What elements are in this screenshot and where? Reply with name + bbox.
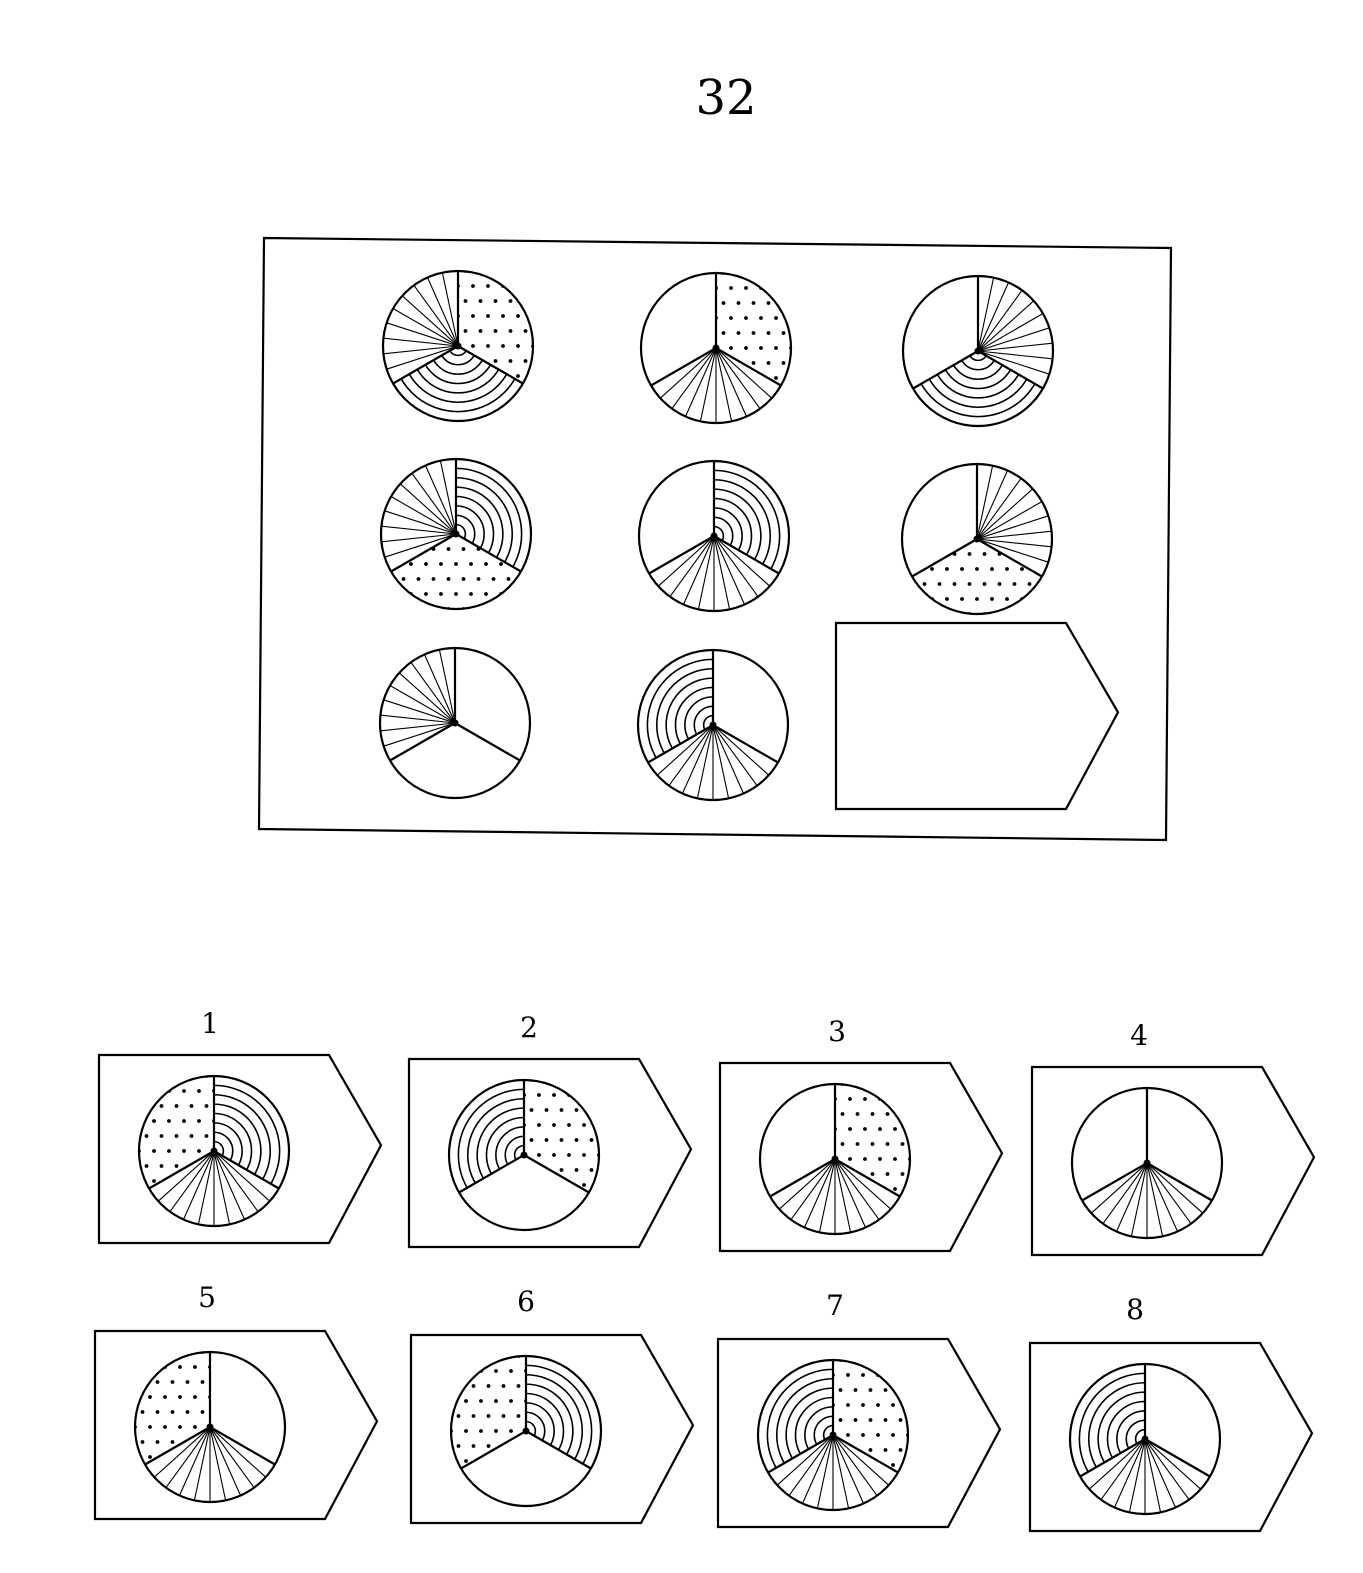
option-wheel-3 — [758, 1082, 912, 1236]
matrix-cell-4 — [379, 457, 533, 611]
option-card-7 — [716, 1337, 1002, 1529]
matrix-answer-slot — [834, 621, 1120, 811]
option-card-8 — [1028, 1341, 1314, 1533]
option-wheel-1 — [137, 1074, 291, 1228]
matrix-grid — [378, 269, 1120, 811]
matrix-cell-1 — [381, 269, 535, 423]
option-wheel-6 — [449, 1354, 603, 1508]
option-wheel-7 — [756, 1358, 910, 1512]
option-card-2 — [407, 1057, 693, 1249]
option-label-1: 1 — [201, 1007, 219, 1040]
option-wheel-2 — [447, 1078, 601, 1232]
option-label-4: 4 — [1130, 1019, 1148, 1052]
matrix-frame — [257, 236, 1173, 842]
option-wheel-5 — [133, 1350, 287, 1504]
matrix-cell-5 — [637, 459, 791, 613]
matrix-cell-2 — [639, 271, 793, 425]
matrix-cell-7 — [378, 646, 532, 800]
option-card-6 — [409, 1333, 695, 1525]
option-card-1 — [97, 1053, 383, 1245]
matrix-cell-8 — [636, 648, 790, 802]
matrix-cell-6 — [900, 462, 1054, 616]
problem-number: 32 — [695, 70, 757, 126]
option-card-4 — [1030, 1065, 1316, 1257]
option-label-5: 5 — [198, 1281, 216, 1314]
option-card-3 — [718, 1061, 1004, 1253]
option-label-7: 7 — [826, 1289, 844, 1322]
answer-options — [93, 1053, 1316, 1533]
option-label-6: 6 — [517, 1285, 535, 1318]
option-label-2: 2 — [520, 1011, 538, 1044]
option-label-8: 8 — [1126, 1293, 1144, 1326]
option-card-5 — [93, 1329, 379, 1521]
option-wheel-4 — [1070, 1086, 1224, 1240]
option-wheel-8 — [1068, 1362, 1222, 1516]
matrix-cell-3 — [901, 274, 1055, 428]
option-label-3: 3 — [828, 1015, 846, 1048]
